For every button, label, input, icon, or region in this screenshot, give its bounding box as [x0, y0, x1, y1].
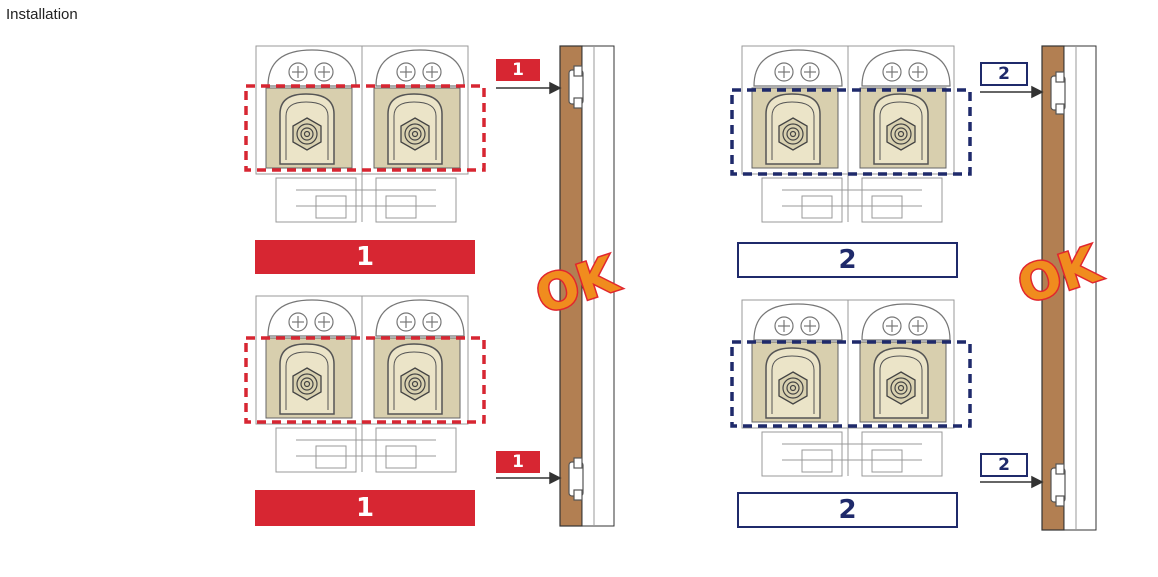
- right-top-step-bar: 2: [737, 242, 958, 278]
- right-top-arrow: [980, 85, 1044, 99]
- left-bottom-arrow: [496, 471, 562, 485]
- left-top-step-tag: 1: [496, 59, 540, 81]
- right-door-panel: [1041, 45, 1097, 531]
- left-bottom-hinge-icon: [568, 457, 584, 501]
- left-bottom-step-bar: 1: [255, 490, 475, 526]
- right-bottom-step-tag: 2: [980, 453, 1028, 477]
- right-bottom-highlight-box: [730, 340, 972, 428]
- left-top-arrow: [496, 81, 562, 95]
- right-hinge-module-top: [741, 45, 955, 223]
- right-bottom-hinge-icon: [1050, 463, 1066, 507]
- right-top-step-tag: 2: [980, 62, 1028, 86]
- right-top-highlight-box: [730, 88, 972, 176]
- right-top-hinge-icon: [1050, 71, 1066, 115]
- left-hinge-module-bottom: [255, 295, 469, 473]
- left-door-panel: [559, 45, 615, 527]
- left-top-highlight-box: [244, 84, 486, 172]
- left-top-step-bar: 1: [255, 240, 475, 274]
- left-hinge-module-top: [255, 45, 469, 223]
- right-bottom-step-bar: 2: [737, 492, 958, 528]
- left-bottom-step-tag: 1: [496, 451, 540, 473]
- left-top-hinge-icon: [568, 65, 584, 109]
- right-bottom-arrow: [980, 475, 1044, 489]
- page-title: Installation: [6, 6, 78, 23]
- left-bottom-highlight-box: [244, 336, 486, 424]
- right-hinge-module-bottom: [741, 299, 955, 477]
